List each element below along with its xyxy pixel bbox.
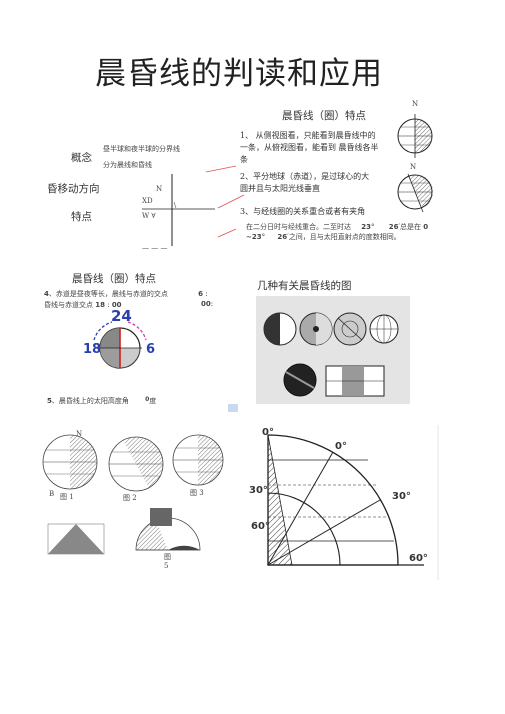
feature-1-text: 1、 从侧视图看，只能看到晨昏线中的一条，从俯视图看，能看到 晨昏线各半条 (240, 131, 379, 164)
note-mid-text: ′总是在 (398, 223, 422, 231)
item-4-colon: : (205, 290, 208, 298)
small-blue-marker (228, 404, 238, 412)
quad-label-60b: 60° (409, 553, 428, 564)
quadrant-figure (248, 425, 444, 580)
feature-3-text: 3、与经线圈的关系重合或者有夹角 (240, 207, 366, 216)
axis-xd-label: XD (142, 197, 153, 205)
clock-label-18: 18 (83, 342, 102, 357)
item-4-value-00b: 00 (201, 300, 211, 308)
item-4-line2-text: 昏线与赤道交点 (44, 301, 93, 309)
item-5-unit: 度 (149, 397, 157, 405)
motion-label: 昏移动方向 (47, 183, 100, 195)
globe-icon-1 (397, 114, 433, 158)
item-5-zero: 0 (145, 396, 150, 403)
item-4-value-18: 18 (95, 301, 105, 309)
fig-3-label: 图 3 (190, 489, 204, 497)
note-line1-text: 在二分日时与经线重合。二至时达 (246, 223, 351, 231)
right-heading: 几种有关晨昏线的图 (257, 280, 352, 292)
note-value-23b: 23 (251, 233, 262, 241)
quad-label-0a: 0° (262, 427, 274, 438)
item-4-value-6: 6 (198, 290, 203, 298)
item-4-prefix: 4 (44, 290, 49, 298)
globe-n-label: N (412, 100, 419, 108)
item-4-right-value: 00: (201, 300, 213, 308)
clock-label-24: 24 (111, 307, 132, 325)
item-5-text: 、晨昏线上的太阳高度角 (51, 397, 129, 405)
item-4-value-00a: 00 (111, 301, 122, 309)
item-4-text: 、赤道是昼夜等长，晨线与赤道的交点 (48, 290, 168, 298)
fig-b-label: B (49, 490, 55, 498)
item-5-prefix: 5 (47, 397, 52, 405)
globe-n-label-2: N (410, 163, 417, 171)
fig-5-label: 图 5 (164, 553, 171, 570)
note-value-0: 0 (423, 223, 429, 231)
features-heading: 晨昏线（圈）特点 (282, 110, 366, 122)
fig-n-label: N (76, 430, 83, 438)
item-4-colon-2: : (107, 301, 110, 309)
tc-line-figures-photo (256, 296, 410, 404)
axis-n-label: N (156, 185, 163, 193)
item-5-line: 5、晨昏线上的太阳高度角 0度 (47, 396, 156, 406)
note-degree-2: ° (261, 233, 266, 241)
note-line2-text: ′之间，且与太阳直射点的度数相同。 (287, 233, 401, 241)
feature-label: 特点 (71, 211, 92, 223)
axis-dashes: — — — (142, 244, 168, 252)
page-title: 晨昏线的判读和应用 (95, 56, 383, 92)
note-tilde: ~ (246, 233, 252, 241)
axis-sketch (142, 174, 215, 246)
quad-label-60a: 60° (251, 521, 270, 532)
quad-label-30b: 30° (392, 491, 411, 502)
globe-icon-2 (397, 173, 434, 213)
feature-3-note-line1: 在二分日时与经线重合。二至时达 23° 26′总是在 0 (246, 222, 428, 232)
axis-w-label: W ∀ (142, 212, 156, 220)
item-4-line2: 昏线与赤道交点 18 : 00 (44, 300, 122, 310)
item-4-line1: 4、赤道是昼夜等长，晨线与赤道的交点 6 : (44, 289, 208, 299)
note-value-26b: 26 (277, 233, 288, 241)
note-value-23: 23 (361, 223, 371, 231)
feature-3-note-line2: ~23° 26′之间，且与太阳直射点的度数相同。 (246, 232, 401, 242)
left-heading: 晨昏线（圈）特点 (72, 273, 156, 285)
bottom-left-figures (42, 434, 224, 555)
quad-label-0b: 0° (335, 441, 347, 452)
quad-label-30a: 30° (249, 485, 268, 496)
note-degree-1: ° (370, 223, 375, 231)
clock-diagram (93, 321, 147, 369)
concept-text-1: 昼半球和夜半球的分界线 (103, 145, 180, 153)
item-4-colon-3: : (210, 300, 214, 308)
feature-2-text: 2、平分地球（赤道），是过球心的大圆并且与太阳光线垂直 (240, 172, 370, 193)
concept-text-2: 分为晨线和昏线 (103, 161, 152, 169)
fig-2-label: 图 2 (123, 494, 137, 502)
clock-label-6: 6 (146, 342, 156, 357)
note-value-26: 26 (388, 223, 399, 231)
concept-label: 概念 (71, 152, 92, 164)
fig-1-label: 图 1 (60, 493, 74, 501)
